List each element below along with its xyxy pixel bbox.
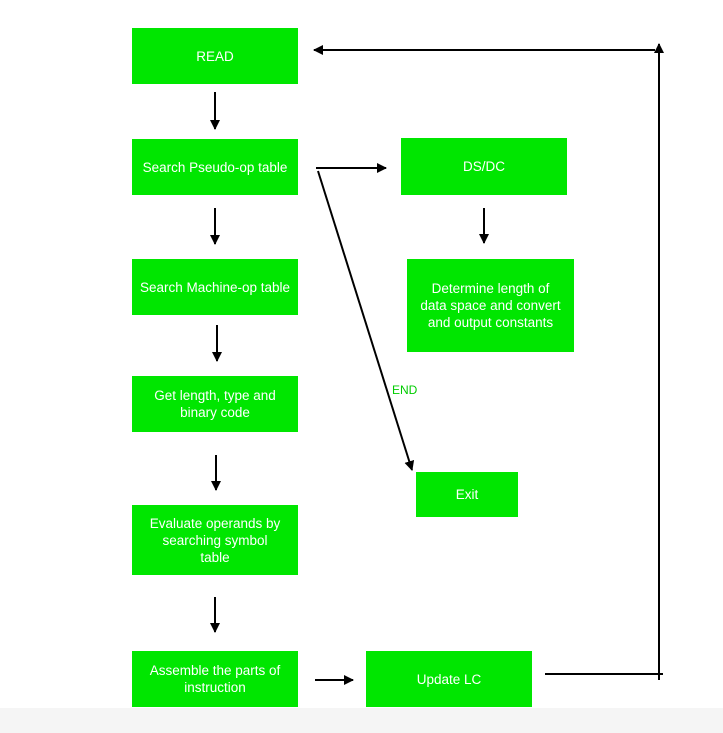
node-update-lc: Update LC <box>366 651 532 707</box>
node-get-length: Get length, type and binary code <box>132 376 298 432</box>
edge-label-end: END <box>392 383 418 397</box>
node-exit: Exit <box>416 472 518 517</box>
arrow-pseudo-to-exit <box>317 170 415 471</box>
node-assemble: Assemble the parts of instruction <box>132 651 298 707</box>
node-read: READ <box>132 28 298 84</box>
page-footer-band <box>0 708 723 733</box>
node-search-pseudo-op: Search Pseudo-op table <box>132 139 298 195</box>
node-evaluate-operands: Evaluate operands by searching symbol ta… <box>132 505 298 575</box>
node-determine-length: Determine length of data space and conve… <box>407 259 574 352</box>
node-search-machine-op: Search Machine-op table <box>132 259 298 315</box>
node-ds-dc: DS/DC <box>401 138 567 195</box>
